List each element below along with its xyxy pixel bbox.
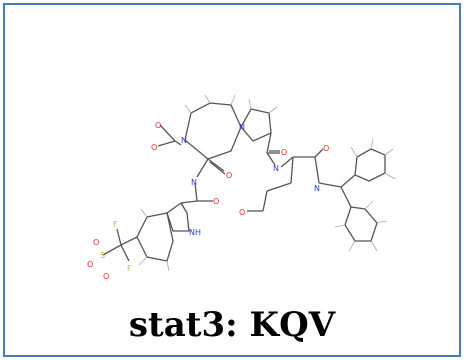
bonds	[102, 102, 386, 262]
oxygen-label: O	[93, 238, 99, 247]
atom-labels: O O N N O O N O N N O NH O S O O O F F	[87, 121, 329, 281]
oxygen-label: O	[155, 121, 161, 130]
oxygen-label: O	[151, 143, 157, 152]
fluorine-label: F	[127, 264, 132, 273]
nitrogen-label: N	[239, 123, 245, 132]
oxygen-label: O	[323, 144, 329, 153]
oxygen-label: O	[281, 148, 287, 157]
figure-frame: O O N N O O N O N N O NH O S O O O F F s…	[3, 3, 461, 357]
molecule-structure: O O N N O O N O N N O NH O S O O O F F	[87, 94, 396, 281]
nitrogen-label: N	[273, 164, 279, 173]
oxygen-label: O	[213, 197, 219, 206]
nh-label: NH	[189, 228, 201, 237]
oxygen-label: O	[87, 260, 93, 269]
hydrogen-bonds	[138, 94, 396, 272]
fluorine-label: F	[113, 220, 118, 229]
figure-caption: stat3: KQV	[128, 305, 336, 345]
oxygen-label: O	[239, 208, 245, 217]
nitrogen-label: N	[181, 136, 187, 145]
oxygen-label: O	[103, 272, 109, 281]
sulfur-label: S	[100, 251, 105, 260]
nitrogen-label: N	[191, 178, 197, 187]
oxygen-label: O	[226, 171, 232, 180]
nitrogen-label: N	[314, 184, 320, 193]
